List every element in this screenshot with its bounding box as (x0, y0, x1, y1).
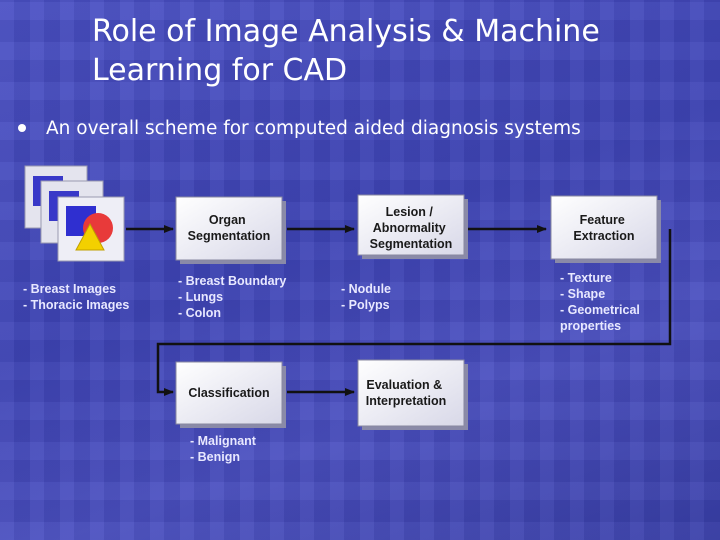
evaluation-box-line: Evaluation & (366, 378, 442, 392)
svg-text:Classification: Classification (188, 386, 269, 400)
organ-box-line: Segmentation (188, 229, 271, 243)
lesion-box-line: Lesion / (386, 205, 434, 219)
evaluation-box-line: Interpretation (366, 394, 447, 408)
box-feature-extraction: Feature Extraction (550, 195, 661, 263)
lesion-box-line: Segmentation (370, 237, 453, 251)
bullet-dot (18, 124, 26, 132)
feature-box-line: Extraction (573, 229, 634, 243)
bullet-text: An overall scheme for computed aided dia… (46, 118, 581, 139)
classification-label: - Malignant - Benign (190, 434, 259, 464)
images-label: - Breast Images - Thoracic Images (23, 282, 129, 312)
feature-box-line: Feature (580, 213, 625, 227)
svg-text:Feature Extraction: Feature Extraction (573, 213, 634, 243)
box-evaluation-interpretation: Evaluation & Interpretation (357, 359, 468, 430)
box-classification: Classification (175, 361, 286, 428)
input-images-icon (24, 165, 125, 262)
organ-box-line: Organ (209, 213, 246, 227)
slide-title: Role of Image Analysis & Machine Learnin… (92, 14, 600, 88)
svg-text:Lesion / Abnormality: Lesion / Abnormality Segmentation (370, 205, 453, 251)
flow-arrows (126, 225, 672, 396)
organ-label: - Breast Boundary - Lungs - Colon (178, 274, 290, 320)
lesion-box-line: Abnormality (373, 221, 446, 235)
svg-text:Organ Segmentation: Organ Segmentation (188, 213, 271, 243)
box-organ-segmentation: Organ Segmentation (175, 196, 286, 264)
lesion-label: - Nodule - Polyps (341, 282, 394, 312)
classification-box-line: Classification (188, 386, 269, 400)
svg-text:Evaluation & Interpretat: Evaluation & Interpretation (366, 378, 447, 408)
feature-label: - Texture - Shape - Geometrical properti… (560, 271, 643, 333)
box-lesion-segmentation: Lesion / Abnormality Segmentation (357, 194, 468, 259)
